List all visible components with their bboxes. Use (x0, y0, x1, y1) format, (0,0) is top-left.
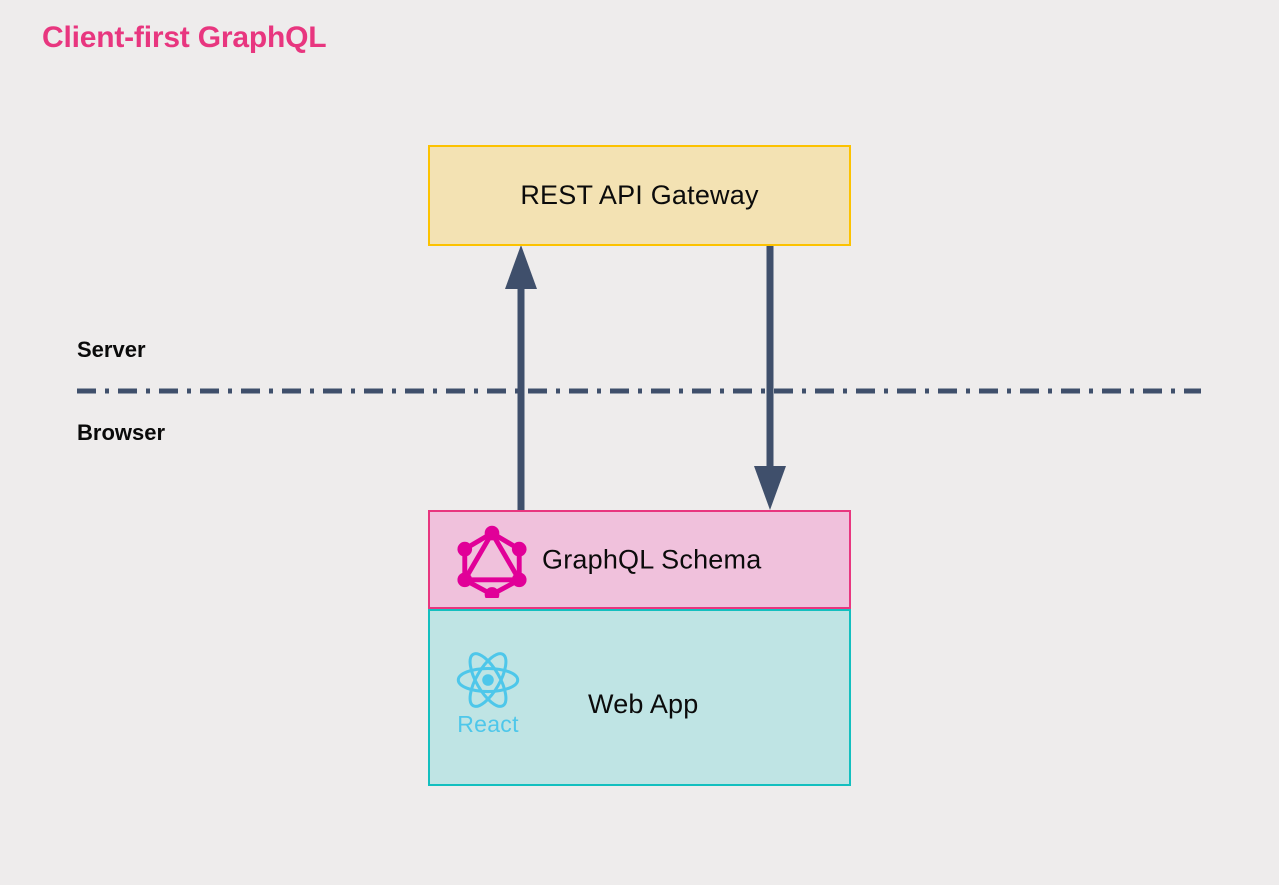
node-label-web-app: Web App (588, 689, 699, 719)
node-graphql-schema[interactable]: GraphQL Schema (428, 510, 851, 609)
node-web-app[interactable]: React Web App (428, 609, 851, 786)
graphql-logo-icon (457, 525, 527, 598)
react-logo-group: React (450, 649, 526, 749)
page-title: Client-first GraphQL (42, 21, 327, 54)
node-rest-api-gateway[interactable]: REST API Gateway (428, 145, 851, 246)
node-label-rest-api-gateway: REST API Gateway (520, 180, 759, 210)
server-browser-divider (77, 388, 1201, 394)
arrow-gateway-to-schema (754, 246, 786, 510)
react-logo-icon (456, 652, 520, 708)
react-logo-label: React (457, 711, 519, 737)
arrow-schema-to-gateway (505, 245, 537, 510)
zone-label-browser: Browser (77, 420, 166, 445)
node-label-graphql-schema: GraphQL Schema (542, 544, 762, 574)
zone-label-server: Server (77, 337, 146, 362)
